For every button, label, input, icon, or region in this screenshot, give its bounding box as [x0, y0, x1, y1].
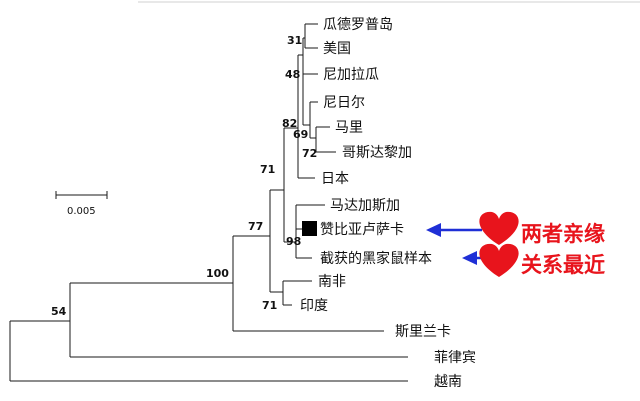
taxon-label-philippines: 菲律宾: [434, 350, 476, 366]
taxon-label-nicaragua: 尼加拉瓜: [323, 67, 379, 83]
arrow-to-intercepted-sample-head: [462, 251, 477, 265]
tree-branches: [9, 23, 408, 382]
taxon-label-sri-lanka: 斯里兰卡: [395, 324, 451, 340]
taxa-labels: 瓜德罗普岛 美国 尼加拉瓜 尼日尔 马里 哥斯达黎加 日本 马达加斯加 赞比亚卢…: [300, 17, 476, 390]
bootstrap-label-71-lower: 71: [262, 299, 277, 312]
bootstrap-label-72: 72: [302, 147, 317, 160]
annotation-line-1: 两者亲缘: [521, 222, 605, 246]
annotation-line-2: 关系最近: [521, 253, 605, 277]
bootstrap-label-98: 98: [286, 235, 301, 248]
bootstrap-labels: 31 48 82 69 72 71 98 77 100 71 54: [51, 34, 317, 318]
taxon-label-india: 印度: [300, 298, 328, 314]
bootstrap-label-100: 100: [206, 267, 229, 280]
scale-bar-label: 0.005: [67, 206, 96, 217]
heart-icon: [479, 211, 519, 245]
bootstrap-label-82: 82: [282, 117, 297, 130]
heart-icon: [479, 243, 519, 277]
arrow-to-zambia-head: [426, 223, 441, 237]
taxon-label-mali: 马里: [335, 120, 363, 136]
heart-icons: [479, 211, 519, 277]
taxon-label-madagascar: 马达加斯加: [330, 198, 400, 214]
bootstrap-label-31: 31: [287, 34, 302, 47]
filled-square-marker: [302, 221, 317, 236]
taxon-label-niger: 尼日尔: [323, 95, 365, 111]
bootstrap-label-54: 54: [51, 305, 67, 318]
scale-bar: 0.005: [55, 191, 108, 217]
taxon-label-usa: 美国: [323, 41, 351, 57]
taxon-label-japan: 日本: [321, 171, 349, 187]
taxon-label-guadeloupe: 瓜德罗普岛: [323, 17, 393, 33]
taxon-label-intercepted-sample: 截获的黑家鼠样本: [320, 250, 432, 267]
taxon-label-south-africa: 南非: [318, 274, 346, 290]
taxon-label-vietnam: 越南: [434, 374, 462, 390]
bootstrap-label-69: 69: [293, 128, 308, 141]
bootstrap-label-48: 48: [285, 68, 300, 81]
taxon-label-zambia: 赞比亚卢萨卡: [320, 222, 404, 238]
bootstrap-label-71-upper: 71: [260, 163, 275, 176]
bootstrap-label-77: 77: [248, 220, 263, 233]
taxon-label-costa-rica: 哥斯达黎加: [342, 145, 412, 161]
annotation-arrows: [426, 223, 482, 265]
